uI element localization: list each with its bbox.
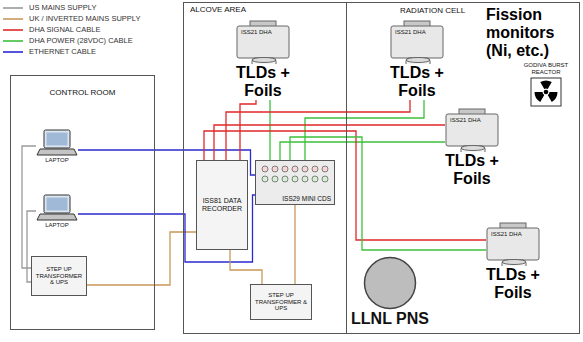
dosimeter-label: TLDs + Foils xyxy=(369,64,465,100)
node-text: STEP UP TRANSFORMER & UPS xyxy=(253,292,309,313)
callout-note: Fission monitors (Ni, etc.) xyxy=(484,6,574,60)
legend-line xyxy=(2,49,24,55)
laptop-icon xyxy=(36,193,78,222)
node-text: ALCOVE AREA xyxy=(190,5,346,14)
dosimeter-label: TLDs + Foils xyxy=(424,152,520,188)
node-text: LAPTOP xyxy=(45,157,69,164)
dosimeter-label: TLDs + Foils xyxy=(465,266,561,302)
cable xyxy=(269,96,270,160)
connector-panel xyxy=(256,161,334,189)
dosimeter-label: TLDs + Foils xyxy=(215,64,311,100)
legend: US MAINS SUPPLY UK / INVERTED MAINS SUPPL… xyxy=(2,2,140,57)
legend-line xyxy=(2,38,24,44)
cable xyxy=(22,146,36,268)
cable xyxy=(294,205,295,284)
pns-circle xyxy=(362,256,418,310)
transformer-ups: STEP UP TRANSFORMER & UPS xyxy=(31,256,87,296)
node-text: ISS21 DHA xyxy=(491,231,540,238)
legend-row: ETHERNET CABLE xyxy=(2,46,140,57)
legend-row: DHA POWER (28VDC) CABLE xyxy=(2,35,140,46)
mini-cds: ISS29 MINI CDS xyxy=(255,160,335,205)
cable xyxy=(87,232,196,285)
node-text: LAPTOP xyxy=(45,222,69,229)
cable xyxy=(305,96,424,160)
area-region: ALCOVE AREA ISS21 DHA ISS81 DATA RECORDER I… xyxy=(183,2,347,334)
legend-line xyxy=(2,5,24,11)
legend-row: US MAINS SUPPLY xyxy=(2,2,140,13)
laptop-icon xyxy=(36,128,78,157)
node-text: GODIVA BURST REACTOR xyxy=(518,62,574,75)
reactor-symbol: GODIVA BURST REACTOR xyxy=(518,62,574,107)
radiation-symbol xyxy=(530,77,562,107)
room-region: CONTROL ROOM LAPTOP LAPTOP STEP UP TRANSFOR… xyxy=(10,75,155,330)
node-text: STEP UP TRANSFORMER & UPS xyxy=(34,266,84,287)
legend-text: UK / INVERTED MAINS SUPPLY xyxy=(29,14,140,23)
pns-source: LLNL PNS xyxy=(345,256,435,328)
transformer-ups: STEP UP TRANSFORMER & UPS xyxy=(250,284,312,320)
legend-row: DHA SIGNAL CABLE xyxy=(2,24,140,35)
cable xyxy=(226,96,410,160)
laptop: LAPTOP xyxy=(36,128,78,164)
legend-text: DHA POWER (28VDC) CABLE xyxy=(29,36,133,45)
node-text: ISS29 MINI CDS xyxy=(282,195,331,202)
node-text: ISS21 DHA xyxy=(395,29,444,36)
cable xyxy=(240,96,256,160)
legend-line xyxy=(2,27,24,33)
legend-text: ETHERNET CABLE xyxy=(29,47,96,56)
cable xyxy=(214,125,445,160)
cable xyxy=(230,250,262,284)
node-text: ISS21 DHA xyxy=(450,117,499,124)
laptop: LAPTOP xyxy=(36,193,78,229)
node-text: CONTROL ROOM xyxy=(11,88,154,97)
legend-text: DHA SIGNAL CABLE xyxy=(29,25,100,34)
data-recorder: ISS81 DATA RECORDER xyxy=(196,160,248,250)
node-text: ISS81 DATA RECORDER xyxy=(199,197,245,213)
node-text: LLNL PNS xyxy=(351,310,429,328)
node-text: ISS21 DHA xyxy=(241,29,290,36)
legend-line xyxy=(2,16,24,22)
legend-text: US MAINS SUPPLY xyxy=(29,3,96,12)
legend-row: UK / INVERTED MAINS SUPPLY xyxy=(2,13,140,24)
